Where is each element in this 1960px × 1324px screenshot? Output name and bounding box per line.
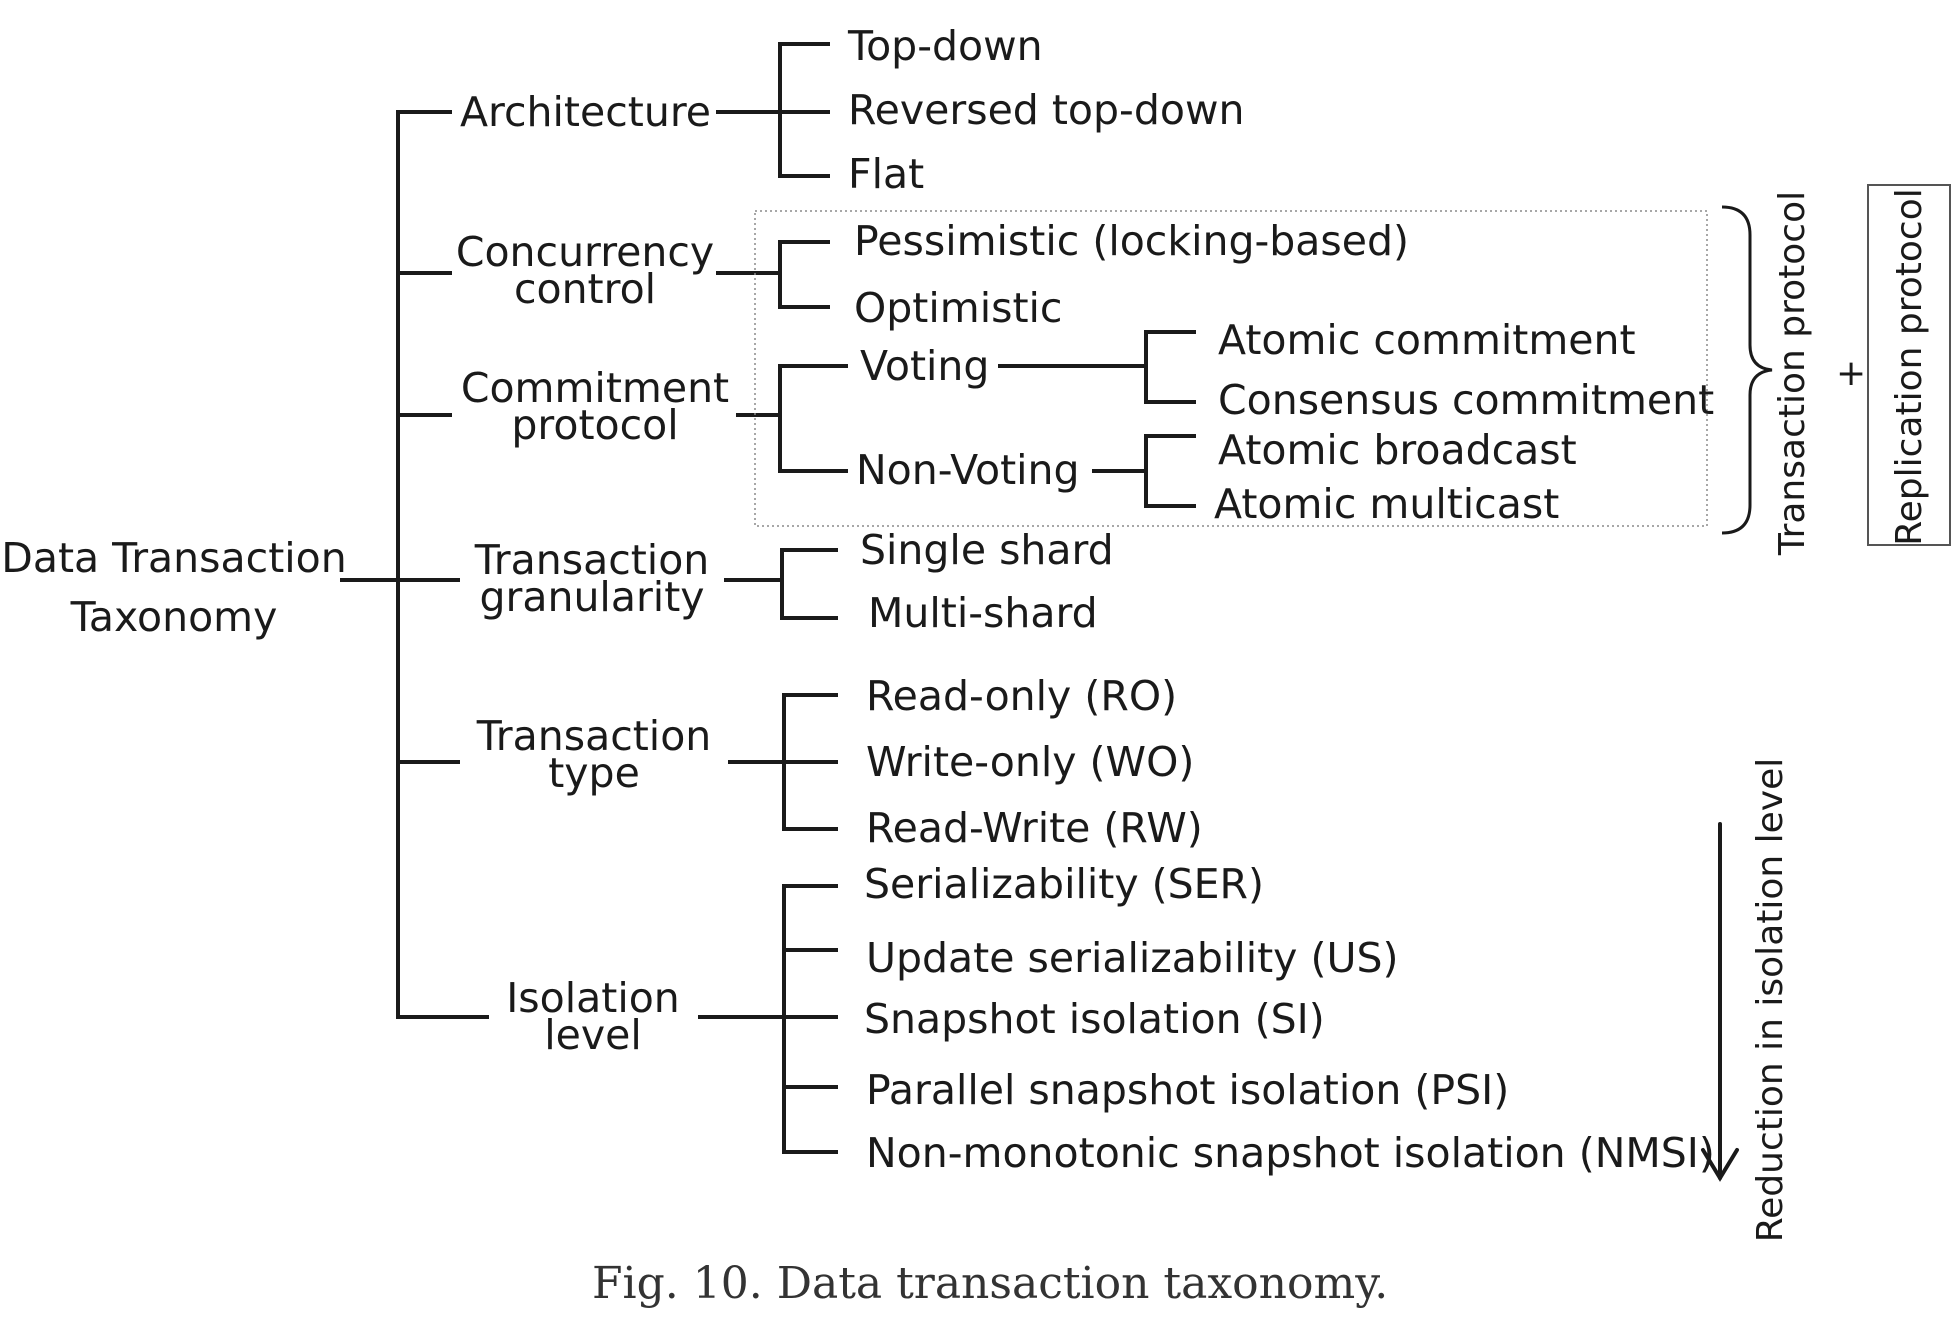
leaf-atomic-broadcast: Atomic broadcast xyxy=(1218,426,1577,474)
leaf-flat: Flat xyxy=(848,150,925,198)
category-type: Transaction type xyxy=(462,716,726,794)
node-voting: Voting xyxy=(860,342,990,390)
leaf-nmsi: Non-monotonic snapshot isolation (NMSI) xyxy=(866,1129,1715,1177)
leaf-consensus-commitment: Consensus commitment xyxy=(1218,376,1715,424)
node-non-voting: Non-Voting xyxy=(856,446,1080,494)
leaf-pessimistic: Pessimistic (locking-based) xyxy=(854,217,1410,265)
category-concurrency-line2: control xyxy=(513,265,657,313)
plus-sign: + xyxy=(1836,353,1867,394)
leaf-atomic-multicast: Atomic multicast xyxy=(1214,480,1560,528)
category-isolation-line1: Isolation xyxy=(506,974,680,1022)
category-concurrency-line1: Concurrency xyxy=(455,228,715,276)
leaf-atomic-commitment: Atomic commitment xyxy=(1218,316,1636,364)
category-granularity-line1: Transaction xyxy=(474,536,710,584)
leaf-read-only: Read-only (RO) xyxy=(866,672,1178,720)
leaf-ser: Serializability (SER) xyxy=(864,860,1265,908)
category-commitment-line2: protocol xyxy=(511,401,679,449)
category-isolation: Isolation level xyxy=(490,978,696,1056)
leaf-single-shard: Single shard xyxy=(860,526,1114,574)
leaf-write-only: Write-only (WO) xyxy=(866,738,1195,786)
transaction-protocol-brace xyxy=(1722,207,1772,533)
category-architecture: Architecture xyxy=(460,88,712,136)
transaction-protocol-label: Transaction protocol xyxy=(1772,190,1813,556)
leaf-multi-shard: Multi-shard xyxy=(868,589,1098,637)
leaf-optimistic: Optimistic xyxy=(854,284,1063,332)
category-type-line2: type xyxy=(548,749,640,797)
transaction-protocol-box xyxy=(755,211,1707,526)
root-node: Data Transaction Taxonomy xyxy=(0,538,348,638)
leaf-reversed-top-down: Reversed top-down xyxy=(848,86,1245,134)
figure-caption: Fig. 10. Data transaction taxonomy. xyxy=(592,1258,1389,1309)
root-label-line1: Data Transaction xyxy=(1,534,347,582)
category-concurrency: Concurrency control xyxy=(455,232,715,310)
category-isolation-line2: level xyxy=(544,1011,642,1059)
isolation-arrow xyxy=(1703,824,1737,1178)
leaf-top-down: Top-down xyxy=(848,22,1043,70)
leaf-psi: Parallel snapshot isolation (PSI) xyxy=(866,1066,1510,1114)
leaf-si: Snapshot isolation (SI) xyxy=(864,995,1325,1043)
category-granularity-line2: granularity xyxy=(479,573,705,621)
category-commitment-line1: Commitment xyxy=(460,364,730,412)
leaf-us: Update serializability (US) xyxy=(866,934,1399,982)
root-label-line2: Taxonomy xyxy=(70,593,278,641)
isolation-arrow-label: Reduction in isolation level xyxy=(1750,757,1791,1243)
replication-protocol-box xyxy=(1868,185,1950,545)
category-commitment: Commitment protocol xyxy=(455,368,735,446)
leaf-read-write: Read-Write (RW) xyxy=(866,804,1203,852)
replication-protocol-label: Replication protocol xyxy=(1889,188,1930,546)
category-granularity: Transaction granularity xyxy=(462,540,722,618)
category-type-line1: Transaction xyxy=(476,712,712,760)
